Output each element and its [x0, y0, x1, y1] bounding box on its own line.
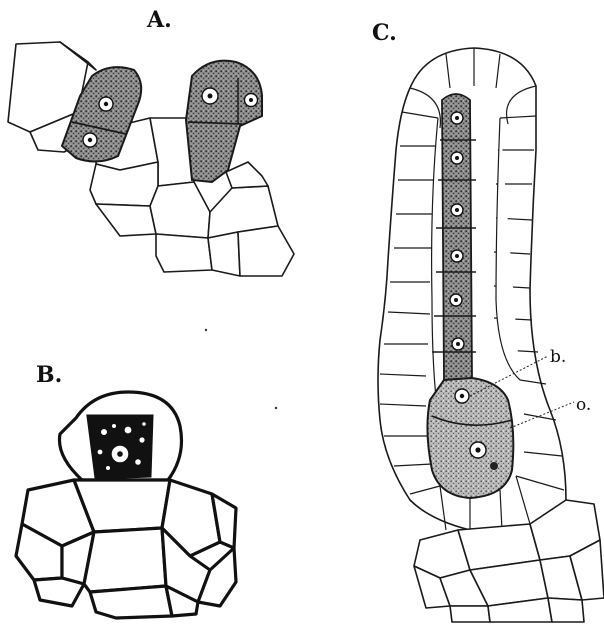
panel-b: B.: [16, 362, 236, 618]
panel-c: C.: [372, 20, 604, 622]
cell: [150, 182, 210, 238]
cell: [208, 232, 240, 276]
panel-a: A.: [8, 7, 294, 276]
cell: [226, 162, 268, 188]
cell: [96, 204, 156, 236]
stray-dot: [205, 329, 207, 331]
annotation-o: o.: [576, 395, 591, 415]
annotation-b: b.: [550, 347, 566, 367]
stray-dot: [275, 407, 277, 409]
cell: [90, 162, 158, 206]
panel-c-label: C.: [372, 20, 397, 46]
panel-b-tissue: [16, 480, 236, 618]
panel-b-egg-cell: [88, 416, 152, 478]
cell: [238, 226, 294, 276]
cell: [156, 234, 212, 272]
panel-b-label: B.: [36, 362, 62, 388]
panel-a-label: A.: [146, 7, 172, 33]
